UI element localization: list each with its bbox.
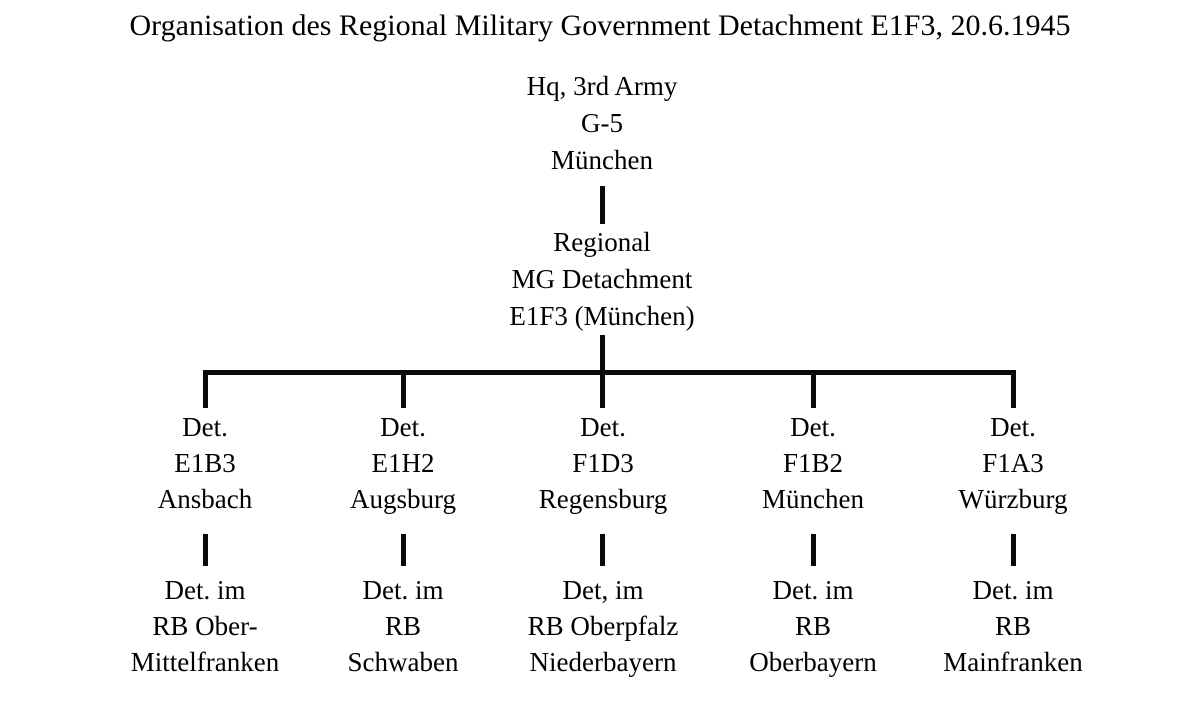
node-regierungsbezirk-4-line-2: RB	[794, 611, 832, 641]
node-detachment-2-line-1: Det.	[380, 412, 426, 442]
connector-det-4-to-rb-4	[811, 534, 816, 566]
node-detachment-5-line-1: Det.	[990, 412, 1036, 442]
node-detachment-3: Det. F1D3 Regensburg	[483, 409, 723, 517]
connector-hq-to-regional	[600, 186, 605, 224]
node-detachment-4-line-1: Det.	[790, 412, 836, 442]
node-regional-line-1: Regional	[553, 227, 651, 257]
connector-horizontal-bus	[205, 370, 1015, 375]
node-detachment-2: Det. E1H2 Augsburg	[283, 409, 523, 517]
node-regional-line-2: MG Detachment	[511, 264, 693, 294]
node-regierungsbezirk-5-line-1: Det. im	[972, 575, 1054, 605]
node-regierungsbezirk-4: Det. im RB Oberbayern	[688, 572, 938, 680]
node-regierungsbezirk-5: Det. im RB Mainfranken	[888, 572, 1138, 680]
node-regierungsbezirk-1-line-2: RB Ober-	[152, 611, 258, 641]
node-detachment-1-line-1: Det.	[182, 412, 228, 442]
node-hq-line-2: G-5	[581, 108, 623, 138]
node-detachment-5-line-2: F1A3	[982, 448, 1044, 478]
connector-bus-to-det-4	[811, 370, 816, 408]
connector-bus-to-det-1	[203, 370, 208, 408]
node-regierungsbezirk-2-line-3: Schwaben	[347, 647, 459, 677]
node-hq-line-1: Hq, 3rd Army	[526, 71, 678, 101]
connector-bus-to-det-2	[401, 370, 406, 408]
node-detachment-1-line-2: E1B3	[174, 448, 236, 478]
node-regierungsbezirk-2-line-1: Det. im	[362, 575, 444, 605]
node-detachment-5-line-3: Würzburg	[958, 484, 1068, 514]
node-detachment-2-line-2: E1H2	[371, 448, 435, 478]
node-regierungsbezirk-3-line-3: Niederbayern	[529, 647, 677, 677]
node-hq-3rd-army: Hq, 3rd Army G-5 München	[302, 68, 902, 179]
node-regierungsbezirk-3: Det, im RB Oberpfalz Niederbayern	[478, 572, 728, 680]
node-regierungsbezirk-3-line-1: Det, im	[562, 575, 644, 605]
connector-bus-to-det-5	[1011, 370, 1016, 408]
node-regierungsbezirk-1: Det. im RB Ober- Mittelfranken	[80, 572, 330, 680]
node-regional-line-3: E1F3 (München)	[509, 301, 695, 331]
connector-bus-to-det-3	[600, 370, 605, 408]
connector-det-3-to-rb-3	[600, 534, 605, 566]
node-hq-line-3: München	[551, 145, 653, 175]
diagram-title: Organisation des Regional Military Gover…	[129, 9, 1071, 42]
node-regierungsbezirk-4-line-1: Det. im	[772, 575, 854, 605]
node-regierungsbezirk-3-line-2: RB Oberpfalz	[527, 611, 679, 641]
node-detachment-4-line-2: F1B2	[782, 448, 844, 478]
node-regional-mg-detachment: Regional MG Detachment E1F3 (München)	[302, 224, 902, 335]
node-regierungsbezirk-1-line-1: Det. im	[164, 575, 246, 605]
node-detachment-3-line-1: Det.	[580, 412, 626, 442]
node-detachment-5: Det. F1A3 Würzburg	[893, 409, 1133, 517]
connector-det-2-to-rb-2	[401, 534, 406, 566]
connector-det-1-to-rb-1	[203, 534, 208, 566]
node-detachment-4: Det. F1B2 München	[693, 409, 933, 517]
node-regierungsbezirk-1-line-3: Mittelfranken	[130, 647, 280, 677]
node-detachment-2-line-3: Augsburg	[349, 484, 456, 514]
node-detachment-1-line-3: Ansbach	[157, 484, 253, 514]
connector-det-5-to-rb-5	[1011, 534, 1016, 566]
node-regierungsbezirk-4-line-3: Oberbayern	[749, 647, 877, 677]
node-regierungsbezirk-2-line-2: RB	[384, 611, 422, 641]
node-regierungsbezirk-5-line-2: RB	[994, 611, 1032, 641]
node-detachment-4-line-3: München	[762, 484, 864, 514]
node-detachment-1: Det. E1B3 Ansbach	[85, 409, 325, 517]
connector-regional-to-bus	[600, 335, 605, 393]
node-regierungsbezirk-5-line-3: Mainfranken	[943, 647, 1083, 677]
node-detachment-3-line-2: F1D3	[572, 448, 634, 478]
node-regierungsbezirk-2: Det. im RB Schwaben	[278, 572, 528, 680]
node-detachment-3-line-3: Regensburg	[538, 484, 668, 514]
